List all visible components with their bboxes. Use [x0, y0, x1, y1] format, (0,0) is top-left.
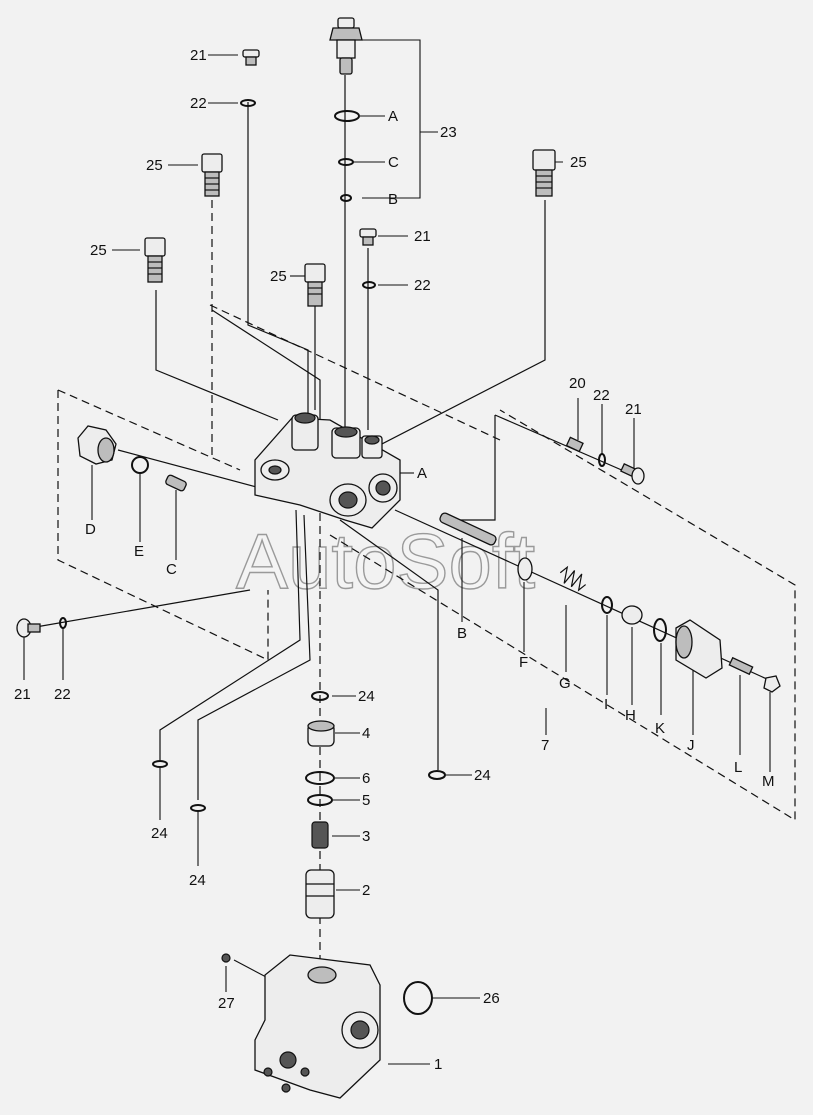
nut-M	[763, 675, 781, 693]
assembly-lines	[29, 75, 781, 960]
spring-3	[311, 821, 329, 849]
callout-3: 3	[362, 828, 370, 845]
callout-leaders	[23, 39, 771, 1065]
callout-2: 2	[362, 882, 370, 899]
callout-C: C	[388, 154, 399, 171]
oring-24-left-b	[190, 804, 206, 812]
pin-C-left	[165, 474, 187, 492]
nut-D	[77, 425, 117, 465]
callout-E: E	[134, 543, 144, 560]
screw-21-right	[620, 462, 645, 485]
bolt-25-c	[304, 263, 326, 307]
callout-25: 25	[570, 154, 587, 171]
callout-25: 25	[146, 157, 163, 174]
oring-22-center	[362, 281, 376, 289]
oring-E	[131, 456, 149, 474]
callout-26: 26	[483, 990, 500, 1007]
callout-22: 22	[190, 95, 207, 112]
callout-A: A	[388, 108, 398, 125]
callout-21: 21	[190, 47, 207, 64]
oring-C-top	[338, 158, 354, 166]
callout-B: B	[457, 625, 467, 642]
callout-A: A	[417, 465, 427, 482]
callout-23: 23	[440, 124, 457, 141]
spool-B	[439, 512, 497, 546]
spring-pin-20	[565, 436, 584, 453]
screw-L	[728, 656, 754, 676]
callout-20: 20	[569, 375, 586, 392]
plug-J	[675, 619, 723, 679]
callout-H: H	[625, 707, 636, 724]
callout-25: 25	[270, 268, 287, 285]
callout-25: 25	[90, 242, 107, 259]
callout-1: 1	[434, 1056, 442, 1073]
callout-I: I	[604, 696, 608, 713]
valve-body	[254, 412, 401, 529]
seat-H	[621, 605, 643, 625]
callout-labels: 21 22 25 25 25 25 21 22 A C B 23 20 22 2…	[14, 47, 775, 1073]
spring-G	[559, 565, 587, 592]
right-dashed-outline	[209, 304, 796, 822]
bolt-25-d	[532, 149, 556, 197]
oring-22-right	[598, 453, 606, 467]
plug-27	[221, 953, 231, 963]
callout-5: 5	[362, 792, 370, 809]
callout-D: D	[85, 521, 96, 538]
ring-6	[305, 771, 335, 785]
callout-22: 22	[54, 686, 71, 703]
callout-21: 21	[414, 228, 431, 245]
oring-A-top	[334, 110, 360, 122]
callout-C: C	[166, 561, 177, 578]
oring-5	[307, 794, 333, 806]
callout-22: 22	[593, 387, 610, 404]
callout-22: 22	[414, 277, 431, 294]
washer-F	[517, 557, 533, 581]
callout-B: B	[388, 191, 398, 208]
callout-K: K	[655, 720, 665, 737]
screw-21-center	[359, 228, 377, 246]
oring-K	[653, 618, 667, 642]
oring-I	[601, 596, 613, 614]
housing-1	[254, 954, 381, 1099]
piston-4	[307, 720, 335, 747]
spool-2	[305, 869, 335, 919]
callout-24: 24	[358, 688, 375, 705]
callout-G: G	[559, 675, 571, 692]
callout-21: 21	[625, 401, 642, 418]
oring-22-lower-left	[59, 617, 67, 629]
callout-7: 7	[541, 737, 549, 754]
callout-J: J	[687, 737, 695, 754]
oring-24-left-a	[152, 760, 168, 768]
oring-26	[403, 981, 433, 1015]
callout-4: 4	[362, 725, 370, 742]
left-dashed-outline	[57, 389, 269, 661]
callout-24: 24	[189, 872, 206, 889]
oring-24-right	[428, 770, 446, 780]
callout-21: 21	[14, 686, 31, 703]
screw-21-lower-left	[16, 618, 41, 638]
callout-F: F	[519, 654, 528, 671]
bolt-25-b	[144, 237, 166, 283]
callout-24: 24	[474, 767, 491, 784]
callout-6: 6	[362, 770, 370, 787]
oring-B-top	[340, 194, 352, 202]
valve-23	[329, 17, 363, 75]
callout-M: M	[762, 773, 775, 790]
callout-24: 24	[151, 825, 168, 842]
callout-27: 27	[218, 995, 235, 1012]
oring-24-center	[311, 691, 329, 701]
screw-21-top-left	[242, 49, 260, 66]
watermark-text: AutoSoft	[236, 517, 536, 605]
oring-22-top-left	[240, 99, 256, 107]
bolt-25-a	[201, 153, 223, 197]
callout-L: L	[734, 759, 742, 776]
